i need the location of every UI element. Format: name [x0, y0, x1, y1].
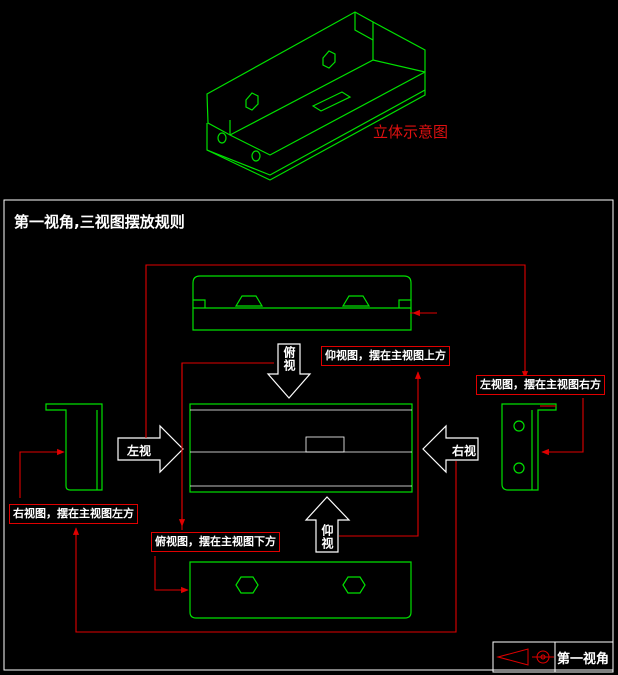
- arrow-text-from-bottom: 仰视: [320, 524, 334, 550]
- sheet-title: 第一视角,三视图摆放规则: [14, 213, 185, 231]
- sheet-frame: [3, 199, 614, 671]
- view-arrows: [117, 343, 479, 553]
- label-right-view: 右视图，摆在主视图左方: [9, 504, 138, 524]
- bottom-view: [189, 561, 412, 619]
- corner-label: 第一视角: [557, 652, 610, 667]
- hex-hole: [322, 50, 336, 69]
- arrow-down: [266, 343, 312, 399]
- slot: [311, 91, 352, 112]
- front-view: [192, 275, 412, 331]
- leader-lines: [19, 264, 584, 633]
- arrow-text-from-top: 俯视: [282, 346, 296, 372]
- left-side-view: [45, 403, 103, 491]
- arrow-text-from-right: 右视: [452, 444, 477, 458]
- arrow-up: [304, 496, 351, 553]
- corner-box: [492, 641, 614, 673]
- first-angle-symbol: [492, 641, 614, 673]
- label-left-view: 左视图，摆在主视图右方: [476, 375, 605, 395]
- right-side-view: [501, 403, 557, 491]
- label-front-view: 仰视图，摆在主视图上方: [321, 346, 450, 366]
- arrow-text-from-left: 左视: [127, 444, 152, 458]
- isometric-caption: 立体示意图: [373, 123, 449, 141]
- isometric-sketch: [206, 11, 426, 181]
- arrow-left: [422, 424, 479, 474]
- hex-hole: [245, 92, 259, 111]
- arrow-right: [117, 424, 184, 474]
- label-top-view: 俯视图，摆在主视图下方: [151, 532, 280, 552]
- main-view: [189, 403, 413, 493]
